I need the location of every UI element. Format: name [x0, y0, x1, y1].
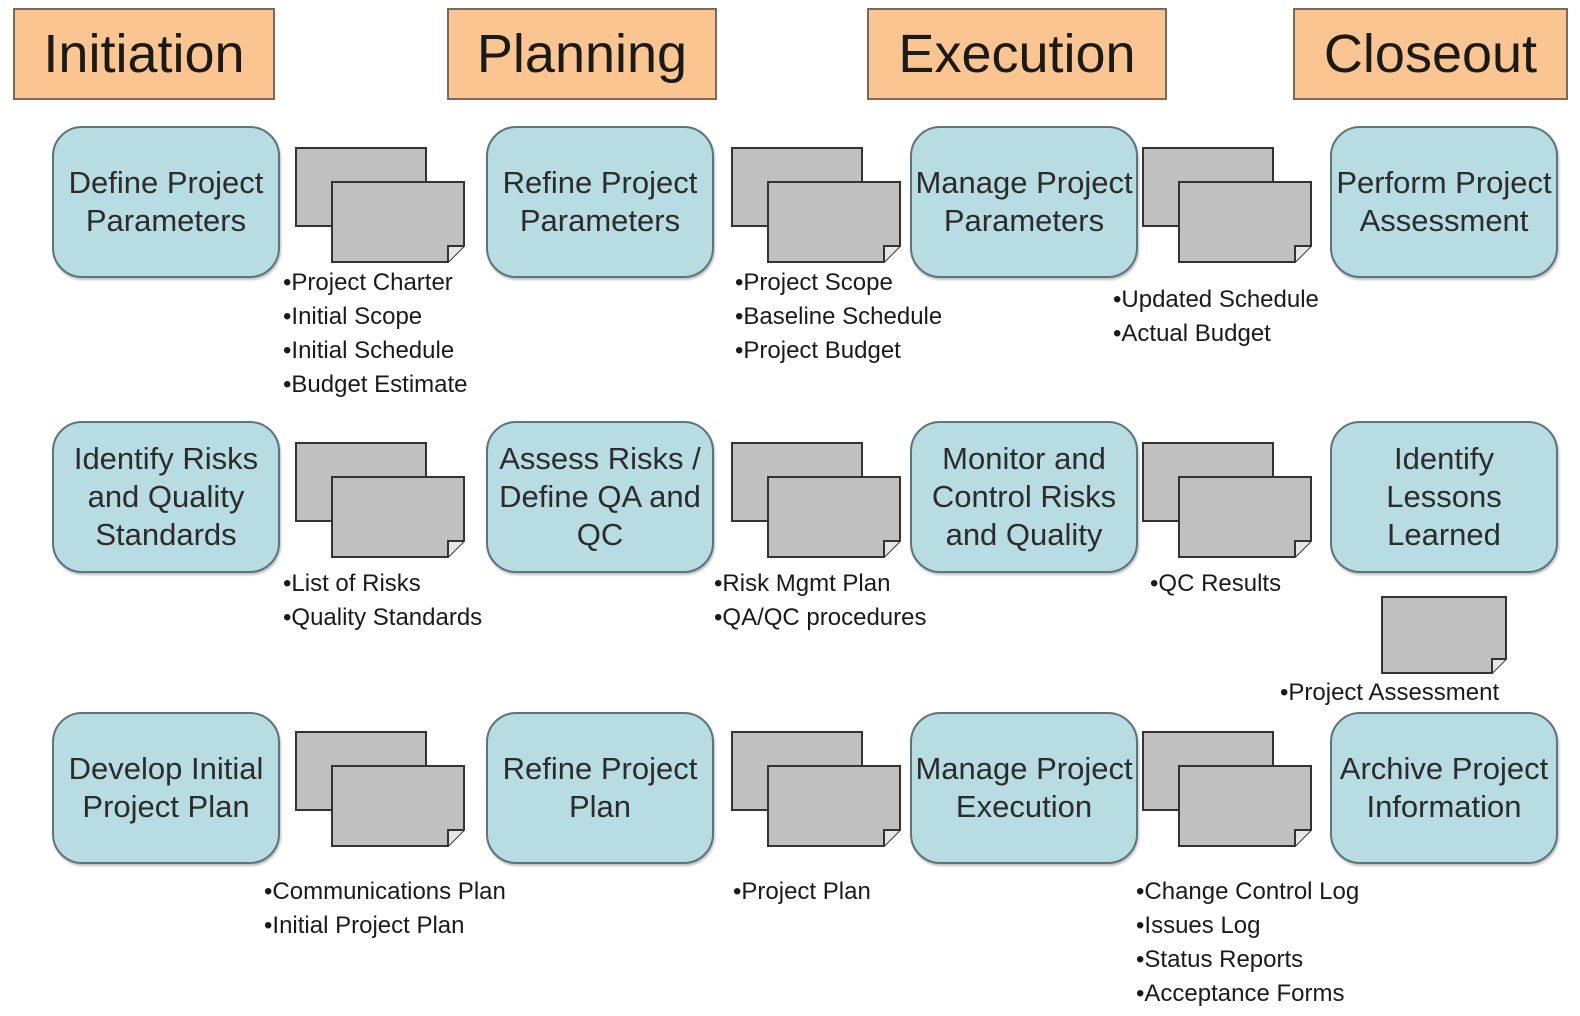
deliverable-item: Budget Estimate — [283, 368, 467, 402]
phase-header-initiation: Initiation — [13, 8, 275, 100]
document-stack-icon — [730, 146, 902, 264]
document-icon — [1380, 595, 1510, 675]
deliverable-item: Issues Log — [1136, 909, 1359, 943]
deliverable-item: Initial Scope — [283, 300, 468, 334]
deliverable-item: Status Reports — [1136, 943, 1359, 977]
deliverable-item: Risk Mgmt Plan — [714, 567, 927, 601]
deliverables-list: Project Charter Initial Scope Initial Sc… — [283, 266, 468, 402]
process-manage-project-execution: Manage Project Execution — [910, 712, 1138, 864]
deliverables-list: QC Results — [1150, 567, 1281, 601]
document-stack-icon — [294, 730, 466, 848]
deliverable-item: Project Scope — [735, 266, 942, 300]
process-identify-risks-quality: Identify Risks and Quality Standards — [52, 421, 280, 573]
phase-header-closeout: Closeout — [1293, 8, 1568, 100]
document-stack-icon — [730, 730, 902, 848]
deliverable-item: Communications Plan — [264, 875, 505, 909]
deliverables-list: Project Plan — [733, 875, 870, 909]
deliverables-list: Communications Plan Initial Project Plan — [264, 875, 506, 943]
document-stack-icon — [1141, 730, 1313, 848]
document-stack-icon — [730, 441, 902, 559]
deliverable-item: Initial Schedule — [283, 334, 468, 368]
phase-header-planning: Planning — [447, 8, 717, 100]
deliverable-item: Project Charter — [283, 266, 468, 300]
process-manage-project-parameters: Manage Project Parameters — [910, 126, 1138, 278]
document-stack-icon — [294, 146, 466, 264]
deliverable-item: Actual Budget — [1113, 317, 1319, 351]
deliverable-item: Project Plan — [733, 875, 870, 909]
deliverable-item: Quality Standards — [283, 601, 482, 635]
process-archive-project-information: Archive Project Information — [1330, 712, 1558, 864]
phase-header-execution: Execution — [867, 8, 1167, 100]
process-develop-initial-project-plan: Develop Initial Project Plan — [52, 712, 280, 864]
document-stack-icon — [1141, 146, 1313, 264]
process-assess-risks-define-qa-qc: Assess Risks / Define QA and QC — [486, 421, 714, 573]
process-perform-project-assessment: Perform Project Assessment — [1330, 126, 1558, 278]
deliverables-list: List of Risks Quality Standards — [283, 567, 482, 635]
process-identify-lessons-learned: Identify Lessons Learned — [1330, 421, 1558, 573]
document-stack-icon — [294, 441, 466, 559]
deliverable-item: Project Budget — [735, 334, 942, 368]
deliverable-item: Acceptance Forms — [1136, 977, 1359, 1011]
process-monitor-control-risks-quality: Monitor and Control Risks and Quality — [910, 421, 1138, 573]
deliverables-list: Change Control Log Issues Log Status Rep… — [1136, 875, 1359, 1011]
deliverable-item: Project Assessment — [1280, 676, 1499, 710]
deliverables-list: Project Scope Baseline Schedule Project … — [735, 266, 942, 368]
deliverable-item: Baseline Schedule — [735, 300, 942, 334]
deliverables-list: Project Assessment — [1280, 676, 1499, 710]
deliverables-list: Updated Schedule Actual Budget — [1113, 283, 1319, 351]
deliverables-list: Risk Mgmt Plan QA/QC procedures — [714, 567, 927, 635]
deliverable-item: Change Control Log — [1136, 875, 1359, 909]
document-stack-icon — [1141, 441, 1313, 559]
process-define-project-parameters: Define Project Parameters — [52, 126, 280, 278]
process-refine-project-parameters: Refine Project Parameters — [486, 126, 714, 278]
deliverable-item: QA/QC procedures — [714, 601, 926, 635]
deliverable-item: QC Results — [1150, 567, 1281, 601]
deliverable-item: Updated Schedule — [1113, 283, 1318, 317]
deliverable-item: List of Risks — [283, 567, 482, 601]
process-refine-project-plan: Refine Project Plan — [486, 712, 714, 864]
deliverable-item: Initial Project Plan — [264, 909, 506, 943]
